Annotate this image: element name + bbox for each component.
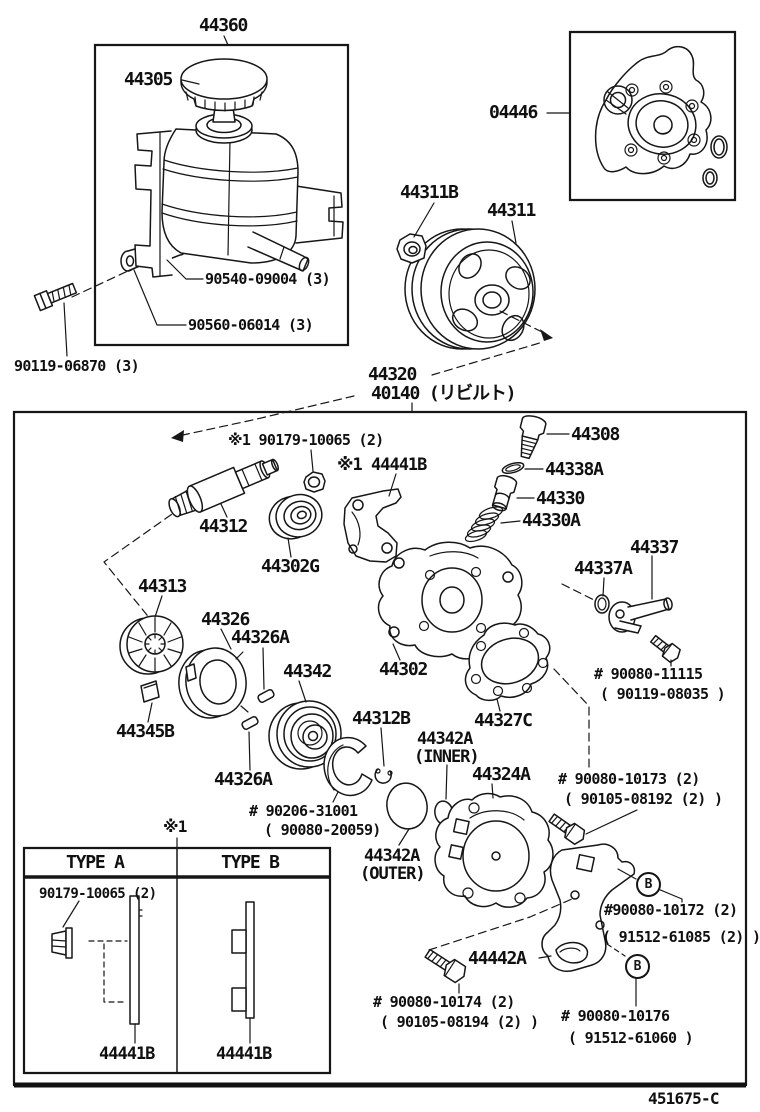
bolt-10173-drawing: [547, 811, 588, 847]
part-label-44342A-inner-sub: (INNER): [414, 747, 480, 767]
part-label-44327C: 44327C: [474, 710, 533, 731]
rear-body-drawing: [379, 542, 522, 659]
part-label-44342A-inner: 44342A: [417, 729, 473, 749]
bolt-11115-drawing: [648, 632, 682, 664]
pulley-holes: [449, 250, 535, 345]
pulley-nut-drawing: [397, 234, 426, 263]
pin-upper-drawing: [257, 689, 275, 704]
marker-b1: B: [636, 872, 661, 897]
spring-44330A-drawing: [464, 505, 504, 544]
part-label-44360: 44360: [199, 15, 248, 36]
assembly-dashed-lines: [104, 311, 553, 620]
pulley-drawing: [405, 229, 535, 349]
o-ring-44338A-drawing: [501, 461, 525, 476]
o-ring-44337A-drawing: [595, 595, 609, 613]
part-label-44326: 44326: [201, 609, 250, 630]
rear-gasket-drawing: [465, 623, 549, 700]
bolt-90119-drawing: [34, 281, 77, 311]
gasket-bolt-holes: [625, 81, 700, 164]
oil-seal-drawing: [324, 738, 372, 796]
bolt-10174-drawing: [422, 945, 468, 984]
gasket-kit-inset-box: [570, 32, 735, 200]
reservoir-inset-box: [95, 45, 348, 345]
part-label-44311: 44311: [487, 200, 536, 221]
figure-code: 451675-C: [648, 1089, 719, 1108]
reservoir-drawing: [34, 59, 343, 311]
part-label-90080-11115: # 90080-11115: [594, 665, 703, 683]
pin-lower-drawing: [241, 716, 259, 731]
pump-bracket-drawing: [542, 844, 634, 971]
plate-44345B-drawing: [141, 681, 159, 702]
part-label-90080-10174: # 90080-10174 (2): [373, 993, 515, 1011]
marker-b2: B: [625, 954, 650, 979]
main-pump-box: [14, 412, 746, 1085]
part-label-90105-08194: ( 90105-08194 (2) ): [380, 1013, 539, 1031]
table-label-44441B-a: 44441B: [99, 1044, 155, 1064]
union-44337-drawing: [609, 597, 673, 633]
table-header-type-a: TYPE A: [66, 852, 125, 873]
table-label-90179-10065: 90179-10065 (2): [39, 886, 157, 902]
side-plate-drawing: [175, 644, 251, 722]
table-header-type-b: TYPE B: [221, 852, 280, 873]
part-label-44330: 44330: [536, 488, 585, 509]
front-housing-drawing: [435, 794, 553, 908]
part-label-44442A: 44442A: [468, 948, 527, 969]
part-label-44324A: 44324A: [472, 764, 531, 785]
rotor-vane-slots: [129, 618, 181, 671]
valve-44330-drawing: [489, 474, 518, 513]
part-label-44313: 44313: [138, 576, 187, 597]
part-label-44320: 44320: [368, 364, 417, 385]
lower-dashed-lines: [429, 584, 625, 956]
part-label-note1-90179: ※1 90179-10065 (2): [228, 431, 384, 449]
part-label-44338A: 44338A: [545, 459, 604, 480]
shaft-drawing: [165, 451, 283, 522]
part-label-44337: 44337: [630, 537, 679, 558]
part-label-44342: 44342: [283, 661, 332, 682]
part-label-04446: 04446: [489, 102, 538, 123]
part-label-44305: 44305: [124, 69, 173, 90]
union-44308-drawing: [514, 414, 547, 461]
gasket-kit-drawing: [596, 47, 727, 187]
part-label-90206-31001: # 90206-31001: [249, 802, 358, 820]
leader-lines: [64, 36, 682, 1006]
part-label-90119-06870: 90119-06870 (3): [14, 357, 140, 375]
bearing-drawing: [264, 489, 327, 544]
rotor-drawing: [120, 616, 183, 674]
part-label-90105-08192: ( 90105-08192 (2) ): [564, 790, 723, 808]
part-label-90080-10172: #90080-10172 (2): [604, 901, 738, 919]
part-label-44302G: 44302G: [261, 556, 320, 577]
part-label-44342A-outer: 44342A: [364, 846, 420, 866]
cap-knurl-ticks: [186, 92, 262, 111]
part-label-90080-10173: # 90080-10173 (2): [558, 770, 700, 788]
part-label-44302: 44302: [379, 659, 428, 680]
part-label-44330A: 44330A: [522, 510, 581, 531]
part-label-44312: 44312: [199, 516, 248, 537]
part-label-90080-10176: # 90080-10176: [561, 1007, 670, 1025]
part-label-40140-rebuilt: 40140 (リビルト): [371, 383, 516, 404]
part-label-44342A-outer-sub: (OUTER): [360, 864, 426, 884]
bracket-44441B-drawing: [344, 489, 401, 562]
part-label-91512-61060: ( 91512-61060 ): [568, 1029, 694, 1047]
part-label-note1-44441B: ※1 44441B: [337, 455, 427, 475]
part-label-44337A: 44337A: [574, 558, 633, 579]
part-label-44308: 44308: [571, 424, 620, 445]
part-label-44326A-upper: 44326A: [231, 627, 290, 648]
part-label-44311B: 44311B: [400, 182, 459, 203]
snap-ring-drawing: [375, 769, 392, 783]
type-table-drawing: [24, 838, 330, 1073]
part-label-44312B: 44312B: [352, 708, 411, 729]
cam-ring-drawing: [269, 701, 341, 769]
part-label-91512-61085: ( 91512-61085 (2) ): [602, 928, 760, 946]
nut-90179-drawing: [304, 472, 325, 492]
part-label-90560-06014: 90560-06014 (3): [188, 316, 314, 334]
part-label-90540-09004: 90540-09004 (3): [205, 270, 331, 288]
table-label-44441B-b: 44441B: [216, 1044, 272, 1064]
o-ring-outer-drawing: [383, 779, 432, 832]
part-label-90080-20059: ( 90080-20059): [264, 821, 381, 839]
part-label-90119-08035: ( 90119-08035 ): [600, 685, 726, 703]
table-note-ref1: ※1: [163, 817, 187, 836]
part-label-44345B: 44345B: [116, 721, 175, 742]
part-label-44326A-lower: 44326A: [214, 769, 273, 790]
